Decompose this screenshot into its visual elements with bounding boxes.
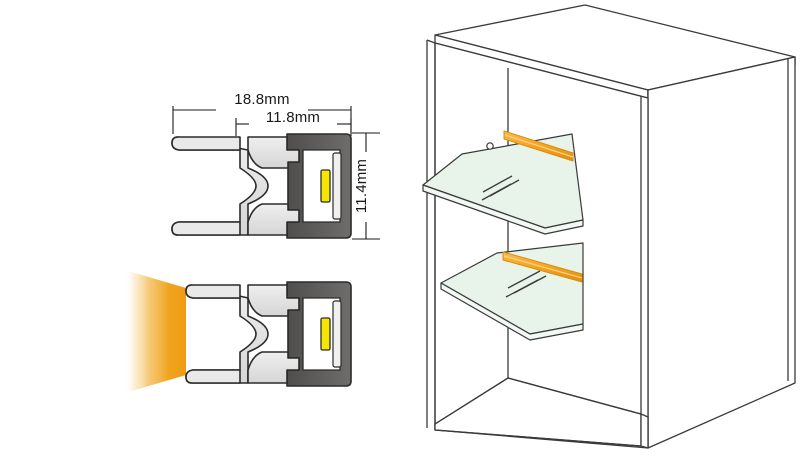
cabinet-isometric [422,4,796,449]
led-emitter-lit [320,317,331,351]
dimension-group-top [172,106,380,240]
profile-fork-lower [171,221,241,236]
dimension-overall-height [352,132,380,240]
profile-cross-section-plain [171,133,352,239]
shelf-upper [422,133,584,235]
profile-fork-upper [171,136,241,151]
shelf-upper-glass-hatch [481,175,520,201]
profile-fork-upper-lit [185,284,241,299]
dimension-label-channel-width: 11.8mm [266,109,320,126]
cabinet-bottom-right-thickness [640,413,649,449]
dimension-label-overall-width: 18.8mm [234,91,289,108]
cabinet-right-panel [647,56,796,449]
profile-fork-lower-lit [185,369,241,384]
cabinet-left-edge-cap [426,39,436,44]
cabinet-bottom-inner-line [434,377,642,425]
dimension-channel-width [235,118,352,136]
led-strip-upper [503,130,574,162]
shelf-upper-thickness [422,184,584,235]
profile-diffuser [332,152,342,220]
led-emitter [320,169,331,203]
profile-lower-arm [247,203,300,236]
led-strip-upper-highlight [504,134,574,158]
profile-lower-arm-lit [247,351,300,384]
profile-upper-arm [247,136,300,169]
profile-diffuser-lit [332,300,342,368]
shelf-lower-thickness [440,282,584,341]
led-strip-lower [502,251,583,283]
profile-cross-section-lit [125,270,352,393]
profile-upper-arm-lit [247,284,300,317]
cable-hole-icon [486,142,494,150]
light-beam [125,270,186,393]
shelf-lower-glass-hatch [505,270,547,298]
cabinet-bottom-front-edge [434,429,642,447]
dimension-label-overall-height: 11.4mm [353,159,370,213]
led-strip-lower-highlight [503,255,583,279]
